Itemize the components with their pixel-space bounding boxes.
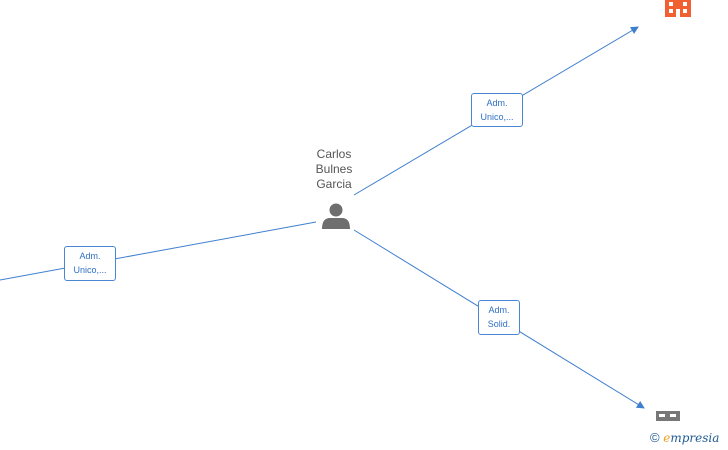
role-line: Adm. (488, 305, 510, 315)
person-name-line: Carlos (316, 147, 352, 161)
role-line: Solid. (487, 319, 511, 329)
role-line: Unico,... (73, 265, 107, 275)
person-name-line: Bulnes (315, 162, 353, 176)
role-line: Adm. (79, 251, 101, 261)
copyright-notice: © empresia (650, 430, 719, 445)
person-name[interactable]: Carlos Bulnes Garcia (304, 147, 364, 192)
company-building-icon[interactable] (656, 411, 680, 421)
company-building-icon[interactable] (665, 0, 691, 17)
role-label[interactable]: Adm. Unico,... (471, 93, 523, 127)
role-label[interactable]: Adm. Unico,... (64, 246, 116, 281)
role-line: Unico,... (480, 112, 514, 122)
role-line: Adm. (486, 98, 508, 108)
person-icon[interactable] (322, 203, 350, 230)
role-label[interactable]: Adm. Solid. (478, 300, 520, 335)
brand-initial: e (663, 431, 671, 445)
edge-to-left-offscreen (0, 221, 317, 281)
person-name-line: Garcia (316, 177, 352, 191)
brand-logo[interactable]: empresia (663, 431, 719, 445)
brand-name: mpresia (670, 431, 720, 445)
copyright-symbol: © (650, 430, 660, 445)
